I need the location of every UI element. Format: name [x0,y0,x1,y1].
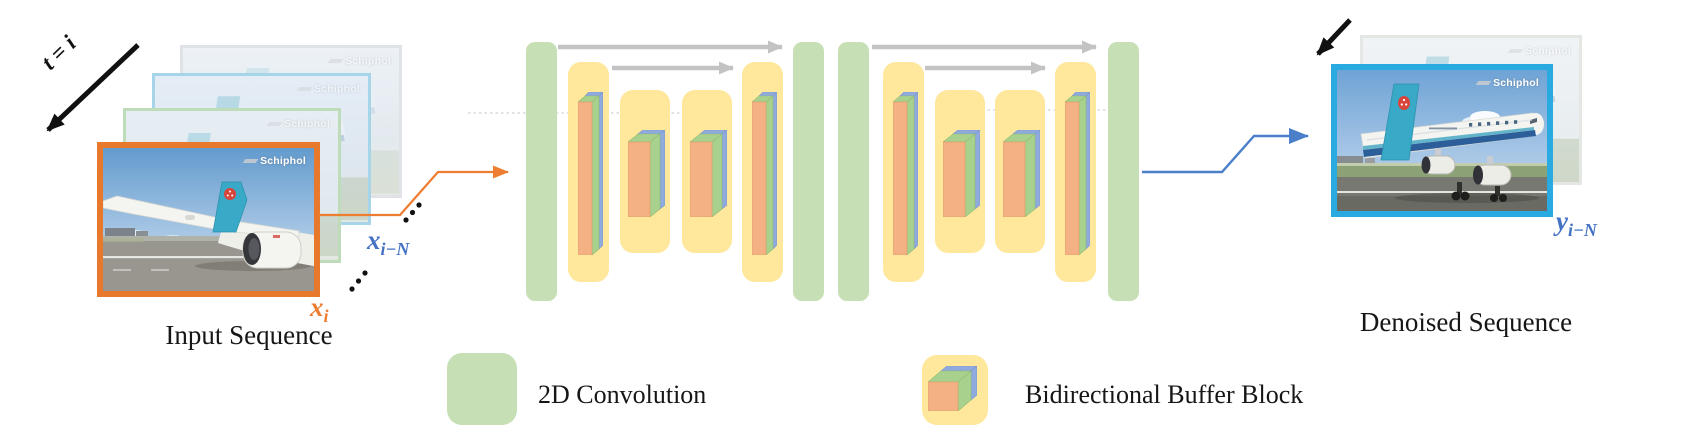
label-subscript: i [323,306,329,326]
buffer-block-4 [742,62,783,282]
buffer-block-8 [1055,62,1096,282]
output-time-arrow [1316,18,1352,56]
buffer-block-6 [935,90,985,253]
buffer-block-7 [995,90,1045,253]
denoised-sequence-caption: Denoised Sequence [1359,307,1573,337]
current-input-frame-label: xi [310,292,329,326]
schiphol-swoosh-icon [266,122,283,126]
output-connector-arrow [1142,128,1309,174]
label-base: x [310,292,324,322]
schiphol-watermark: Schiphol [1475,77,1539,89]
schiphol-watermark: Schiphol [266,118,330,130]
legend-conv-label: 2D Convolution [538,380,707,409]
conv-layer-4 [1108,42,1139,301]
schiphol-watermark: Schiphol [327,55,391,67]
watermark-text: Schiphol [314,83,360,95]
schiphol-watermark: Schiphol [242,155,306,167]
schiphol-swoosh-icon [242,159,259,163]
watermark-text: Schiphol [1525,45,1571,57]
label-subscript: i−N [380,239,410,259]
time-axis-label: t = i [36,30,81,75]
output-photo-art [1337,70,1547,211]
legend-buffer-box-icon [928,366,977,411]
watermark-text: Schiphol [284,118,330,130]
legend-buffer-label: Bidirectional Buffer Block [1025,380,1304,409]
schiphol-watermark: Schiphol [296,83,360,95]
watermark-text: Schiphol [260,155,306,167]
label-base: x [367,225,381,255]
conv-layer-3 [838,42,869,301]
sequence-ellipsis-lower [349,270,368,292]
conv-layer-1 [526,42,557,301]
buffer-block-1 [568,62,609,282]
label-base: y [1556,206,1568,236]
hidden-input-frame-label: xi−N [367,225,410,259]
watermark-text: Schiphol [345,55,391,67]
conv-layer-2 [793,42,824,301]
schiphol-watermark: Schiphol [1507,45,1571,57]
buffer-block-5 [883,62,924,282]
input-photo-art [103,148,314,291]
sequence-ellipsis-upper [403,202,422,223]
input-sequence-caption: Input Sequence [165,320,333,350]
input-image-current: Schiphol [97,142,320,297]
watermark-text: Schiphol [1493,77,1539,89]
legend-conv-swatch [447,353,517,425]
legend-buffer-swatch [922,355,988,425]
output-frame-label: yi−N [1556,206,1597,240]
output-image-denoised: Schiphol [1331,64,1553,217]
schiphol-swoosh-icon [327,59,344,63]
buffer-block-2 [620,90,670,253]
schiphol-swoosh-icon [1507,49,1524,53]
schiphol-swoosh-icon [296,87,313,91]
schiphol-swoosh-icon [1475,81,1492,85]
buffer-block-3 [682,90,732,253]
label-subscript: i−N [1567,220,1597,240]
